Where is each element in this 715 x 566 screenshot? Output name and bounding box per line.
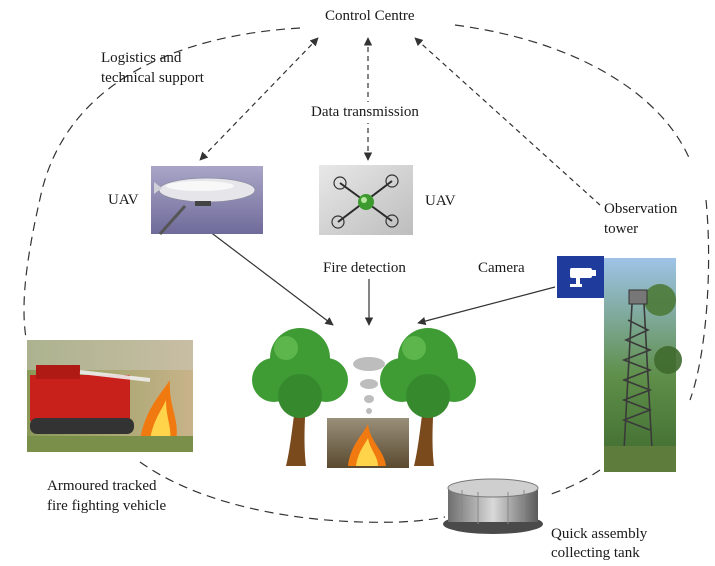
label-camera: Camera (478, 260, 525, 276)
camera-icon (557, 256, 604, 298)
label-observation-line1: Observation (604, 201, 678, 217)
label-logistics-line2: technical support (101, 70, 204, 86)
arrow-camera-fire (417, 286, 556, 326)
label-tank-line1: Quick assembly (551, 526, 648, 542)
label-data-transmission: Data transmission (308, 102, 422, 123)
tank-photo (443, 478, 543, 534)
arrow-uav-fire (204, 227, 334, 326)
loop-top-right (454, 24, 691, 161)
arrow-control-uav-left (199, 37, 319, 161)
label-logistics-line1: Logistics and (101, 50, 182, 66)
observation-tower-photo (604, 258, 682, 472)
label-vehicle-line2: fire fighting vehicle (47, 498, 167, 514)
label-observation-line2: tower (604, 221, 639, 237)
tree-icon-right (380, 328, 476, 466)
smoke-icon (353, 357, 385, 414)
loop-bottom-left (139, 461, 446, 523)
loop-bottom-right (547, 469, 601, 496)
loop-right (689, 199, 710, 401)
drone-photo (319, 165, 413, 235)
label-uav-right: UAV (425, 193, 456, 209)
arrows (199, 37, 601, 326)
fire-vehicle-photo (27, 340, 193, 452)
label-vehicle-line1: Armoured tracked (47, 478, 157, 494)
arrow-tower-control (414, 37, 601, 206)
tree-icon-left (252, 328, 348, 466)
label-tank-line2: collecting tank (551, 545, 640, 561)
label-fire-detection: Fire detection (320, 258, 409, 279)
fire-photo (327, 418, 409, 468)
label-control-centre: Control Centre (325, 8, 415, 24)
airship-photo (151, 166, 263, 235)
label-uav-left: UAV (108, 192, 139, 208)
